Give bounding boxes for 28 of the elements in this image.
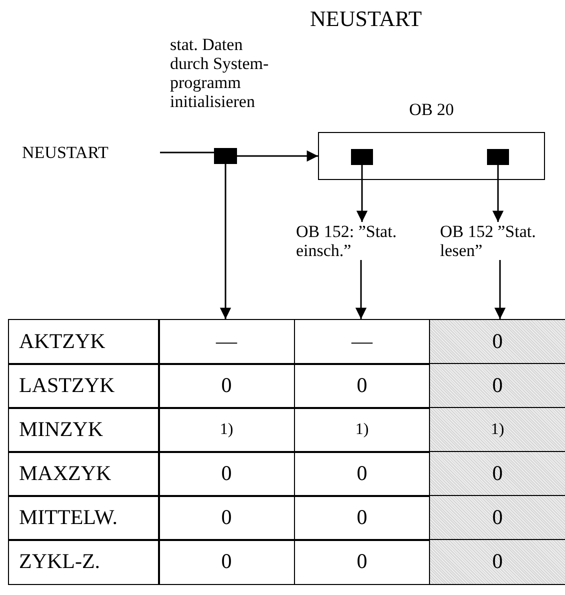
block-label: NEUSTART: [22, 143, 110, 162]
junction-square: [351, 149, 373, 165]
table-value: 1): [429, 407, 565, 452]
table-value: —: [158, 319, 295, 364]
row-label: MITTELW.: [8, 495, 160, 540]
junction-square: [214, 148, 237, 164]
table-value: 1): [158, 407, 295, 452]
row-label: AKTZYK: [8, 319, 160, 364]
table-value: 0: [429, 495, 565, 540]
table-value: 0: [429, 319, 565, 364]
block-title: OB 20: [408, 100, 455, 119]
table-value: 0: [158, 363, 295, 408]
junction-square: [487, 149, 509, 165]
row-label: LASTZYK: [8, 363, 160, 408]
table-value: 0: [429, 363, 565, 408]
table-value: 0: [158, 451, 295, 496]
block-label: OB 152: ”Stat. einsch.”: [296, 222, 398, 260]
block-label: OB 152 ”Stat. lesen”: [440, 222, 537, 260]
row-label: MAXZYK: [8, 451, 160, 496]
table-value: 0: [429, 451, 565, 496]
row-label: MINZYK: [8, 407, 160, 452]
caption-text: stat. Daten durch System- programm initialisieren: [170, 35, 270, 111]
connector-line: [160, 152, 214, 154]
table-value: 0: [158, 495, 295, 540]
diagram-title: NEUSTART: [310, 6, 422, 32]
row-label: ZYKL-Z.: [8, 539, 160, 584]
table-value: 0: [429, 539, 565, 584]
table-value: 0: [158, 539, 295, 584]
